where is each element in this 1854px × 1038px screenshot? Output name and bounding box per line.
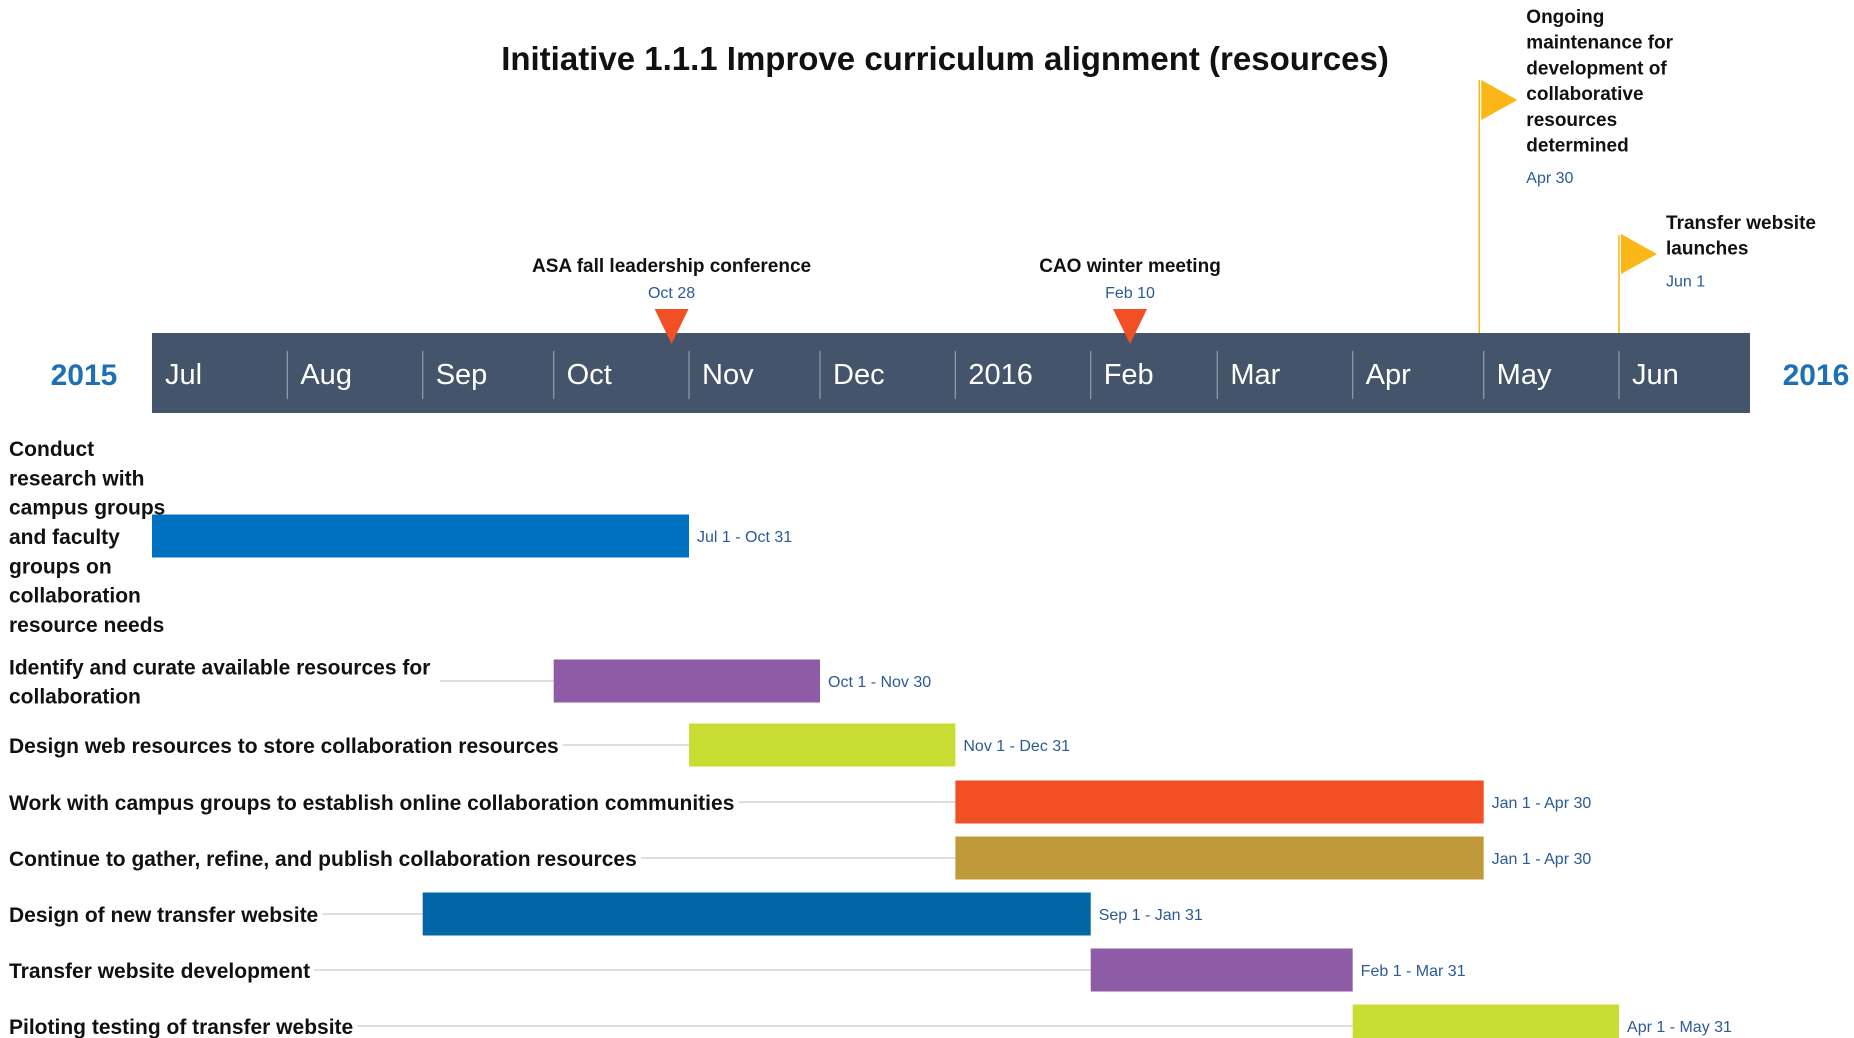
- milestone-flag: [1481, 80, 1518, 120]
- month-label: Oct: [567, 359, 612, 391]
- task-date-label: Feb 1 - Mar 31: [1361, 963, 1466, 980]
- task-label: groups on: [9, 555, 112, 578]
- task-date-label: Jan 1 - Apr 30: [1492, 795, 1592, 812]
- task-date-label: Sep 1 - Jan 31: [1099, 907, 1203, 924]
- task-label: resource needs: [9, 614, 164, 637]
- task-label: Identify and curate available resources …: [9, 657, 430, 680]
- task-rows: Conduct research with campus groups and fac…: [9, 438, 1732, 1038]
- month-label: Jul: [165, 359, 202, 391]
- milestone-label: determined: [1526, 136, 1628, 157]
- chart-title: Initiative 1.1.1 Improve curriculum alig…: [501, 40, 1389, 77]
- task-bar: [689, 723, 956, 767]
- task-label: Transfer website development: [9, 960, 310, 983]
- month-label: Jun: [1632, 359, 1679, 391]
- task-date-label: Jan 1 - Apr 30: [1492, 851, 1592, 868]
- task-label: collaboration: [9, 686, 141, 709]
- milestone-label: collaborative: [1526, 84, 1643, 105]
- milestone-flag: [1621, 234, 1658, 274]
- milestone-label: Ongoing: [1526, 7, 1604, 28]
- start-year-label: 2015: [51, 359, 118, 392]
- milestone-label: launches: [1666, 239, 1748, 260]
- milestone-date: Feb 10: [1105, 285, 1155, 302]
- task-date-label: Jul 1 - Oct 31: [697, 529, 792, 546]
- month-label: Aug: [300, 359, 352, 391]
- milestone-label: ASA fall leadership conference: [532, 256, 811, 277]
- task-bar: [1090, 948, 1353, 992]
- task-bar: [955, 836, 1484, 880]
- month-label: Sep: [436, 359, 488, 391]
- timeline-axis: Jul Aug Sep Oct Nov Dec 2016 Feb Mar Apr May Jun: [152, 333, 1750, 413]
- month-label: Nov: [702, 359, 754, 391]
- milestone-date: Apr 30: [1526, 170, 1573, 187]
- task-label: Design of new transfer website: [9, 904, 318, 927]
- task-label: Conduct: [9, 438, 94, 461]
- month-label: Mar: [1230, 359, 1280, 391]
- milestone-marker: [654, 309, 689, 344]
- task-date-label: Nov 1 - Dec 31: [963, 738, 1070, 755]
- task-date-label: Oct 1 - Nov 30: [828, 674, 931, 691]
- task-label: Work with campus groups to establish onl…: [9, 792, 734, 815]
- end-year-label: 2016: [1783, 359, 1850, 392]
- task-label: Piloting testing of transfer website: [9, 1016, 353, 1038]
- month-label: May: [1497, 359, 1552, 391]
- task-label: collaboration: [9, 585, 141, 608]
- month-label: Apr: [1366, 359, 1411, 391]
- month-label: Dec: [833, 359, 885, 391]
- task-bar: [553, 659, 821, 703]
- task-label: Design web resources to store collaborat…: [9, 735, 559, 758]
- task-label: research with: [9, 467, 144, 490]
- month-label: 2016: [968, 359, 1033, 391]
- milestone-date: Oct 28: [648, 285, 695, 302]
- task-label: campus groups: [9, 497, 165, 520]
- milestone-label: Transfer website: [1666, 213, 1816, 234]
- milestone-date: Jun 1: [1666, 273, 1705, 290]
- milestone-marker: [1113, 309, 1148, 344]
- task-date-label: Apr 1 - May 31: [1627, 1019, 1732, 1036]
- month-label: Feb: [1104, 359, 1154, 391]
- task-bar: [422, 892, 1091, 936]
- milestone-label: resources: [1526, 110, 1617, 131]
- task-bar: [152, 514, 690, 558]
- milestone-label: CAO winter meeting: [1039, 256, 1221, 277]
- task-label: Continue to gather, refine, and publish …: [9, 848, 637, 871]
- milestone-label: maintenance for: [1526, 33, 1673, 54]
- task-label: and faculty: [9, 526, 120, 549]
- milestone-label: development of: [1526, 58, 1667, 79]
- task-bar: [955, 780, 1484, 824]
- task-bar: [1352, 1004, 1620, 1038]
